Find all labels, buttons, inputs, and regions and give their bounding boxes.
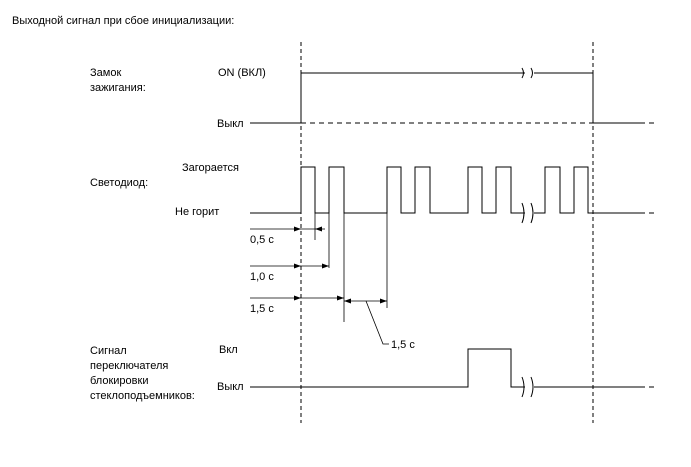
ignition-break-mark	[521, 67, 524, 79]
dimension-0-5s: 0,5 с	[250, 226, 325, 246]
window-lock-label-line2: переключателя	[90, 360, 168, 372]
ignition-label-line2: зажигания:	[90, 82, 146, 94]
dimension-1-5s-a: 1,5 с	[250, 295, 344, 315]
diagram-title: Выходной сигнал при сбое инициализации:	[12, 15, 234, 27]
dimension-1-0s: 1,0 с	[250, 263, 329, 283]
window-lock-label-line4: стеклоподъемников:	[90, 390, 195, 402]
window-lock-low-label: Выкл	[217, 381, 244, 393]
dimension-1-5s-b: 1,5 с	[344, 298, 415, 351]
window-lock-break-mark	[521, 376, 525, 398]
ignition-high-label: ON (ВКЛ)	[218, 67, 266, 79]
window-lock-high-label: Вкл	[219, 344, 238, 356]
led-label: Светодиод:	[90, 177, 148, 189]
dimension-0-5s-label: 0,5 с	[250, 234, 274, 246]
led-low-label: Не горит	[175, 206, 219, 218]
window-lock-waveform	[250, 348, 656, 398]
window-lock-label-line1: Сигнал	[90, 345, 127, 357]
led-high-label: Загорается	[182, 162, 239, 174]
ignition-label-line1: Замок	[90, 67, 121, 79]
led-waveform	[250, 166, 656, 224]
dimension-1-5s-b-label: 1,5 с	[391, 339, 415, 351]
ignition-waveform	[250, 67, 656, 124]
window-lock-label-line3: блокировки	[90, 375, 148, 387]
dimension-1-5s-a-label: 1,5 с	[250, 303, 274, 315]
led-break-mark	[521, 202, 525, 224]
ignition-low-label: Выкл	[217, 118, 244, 130]
dimension-1-0s-label: 1,0 с	[250, 271, 274, 283]
